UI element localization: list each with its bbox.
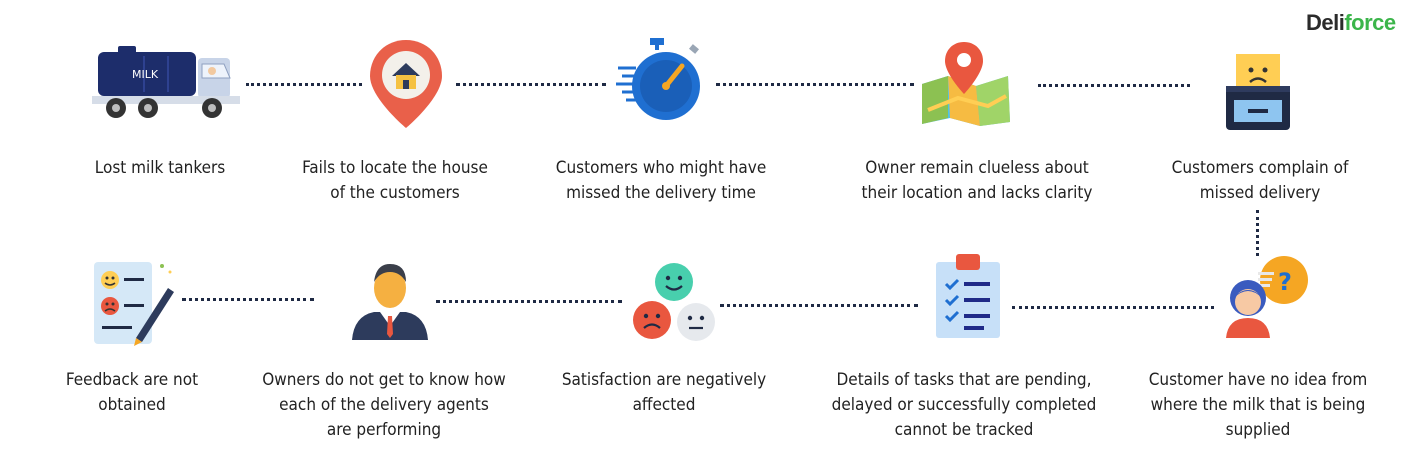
label-owner-clueless: Owner remain clueless about their locati… [830,156,1124,206]
label-satisfaction: Satisfaction are negatively affected [536,368,792,418]
confused-customer-icon: ? [1226,256,1308,338]
connector-8-9 [436,300,622,303]
label-line: Customer have no idea from [1148,370,1368,390]
label-feedback: Feedback are not obtained [40,368,224,418]
connector-9-10 [182,298,314,301]
stopwatch-icon [616,38,700,120]
connector-7-8 [720,304,918,307]
connector-2-3 [456,83,606,86]
task-checklist-icon [936,254,1000,338]
label-line: Fails to locate the house [302,158,488,178]
svg-text:?: ? [1278,268,1292,296]
label-line: delayed or successfully completed [831,395,1097,415]
label-line: their location and lacks clarity [861,183,1093,203]
connector-6-7 [1012,306,1214,309]
logo-part-deli: Deli [1306,10,1345,35]
label-lost-tankers: Lost milk tankers [60,156,260,181]
label-line: Satisfaction are negatively [561,370,767,390]
label-complain: Customers complain of missed delivery [1140,156,1380,206]
label-line: are performing [326,420,442,440]
milk-truck-icon: MILK [92,46,240,118]
truck-label: MILK [132,68,159,81]
label-line: affected [632,395,696,415]
house-pin-icon [370,40,442,128]
label-agents-performance: Owners do not get to know how each of th… [236,368,532,443]
connector-4-5 [1038,84,1190,87]
label-line: each of the delivery agents [279,395,489,415]
complaint-box-icon [1226,54,1290,130]
label-line: Feedback are not [65,370,199,390]
label-line: Customers who might have [555,158,767,178]
label-line: Owners do not get to know how [262,370,506,390]
label-no-idea: Customer have no idea from where the mil… [1128,368,1388,443]
label-missed-time: Customers who might have missed the deli… [530,156,792,206]
label-line: cannot be tracked [894,420,1034,440]
map-pin-icon [922,42,1010,126]
label-line: of the customers [330,183,460,203]
connector-3-4 [716,83,914,86]
label-line: Details of tasks that are pending, [836,370,1092,390]
deliforce-logo: Deliforce [1306,10,1396,36]
label-line: where the milk that is being [1150,395,1366,415]
label-line: missed delivery [1199,183,1321,203]
connector-1-2 [246,83,362,86]
label-fails-locate: Fails to locate the house of the custome… [270,156,520,206]
feedback-form-icon [94,262,174,346]
label-tasks-untracked: Details of tasks that are pending, delay… [806,368,1122,443]
satisfaction-faces-icon [633,263,715,341]
business-owner-icon [352,264,428,340]
logo-part-force: force [1344,10,1396,35]
connector-5-6 [1256,210,1259,256]
label-line: Customers complain of [1171,158,1349,178]
label-line: supplied [1225,420,1291,440]
label-line: Owner remain clueless about [865,158,1089,178]
label-line: Lost milk tankers [94,158,226,178]
label-line: obtained [98,395,166,415]
label-line: missed the delivery time [566,183,756,203]
